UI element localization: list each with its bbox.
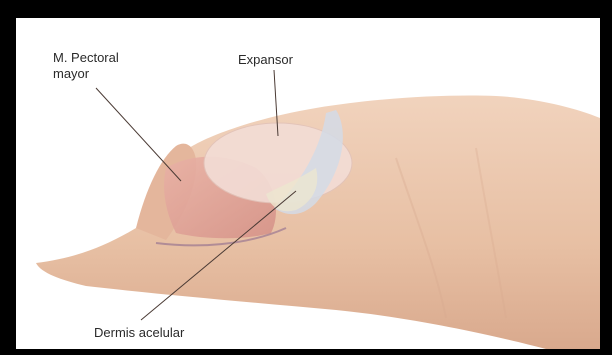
illustration-panel: M. Pectoral mayor Expansor Dermis acelul… <box>16 18 600 349</box>
label-pectoral-mayor: M. Pectoral mayor <box>53 50 119 82</box>
label-pectoral-line2: mayor <box>53 66 119 82</box>
label-pectoral-line1: M. Pectoral <box>53 50 119 66</box>
leader-line-pectoral <box>96 88 181 181</box>
label-expansor: Expansor <box>238 52 293 68</box>
label-dermis-acelular: Dermis acelular <box>94 325 184 341</box>
